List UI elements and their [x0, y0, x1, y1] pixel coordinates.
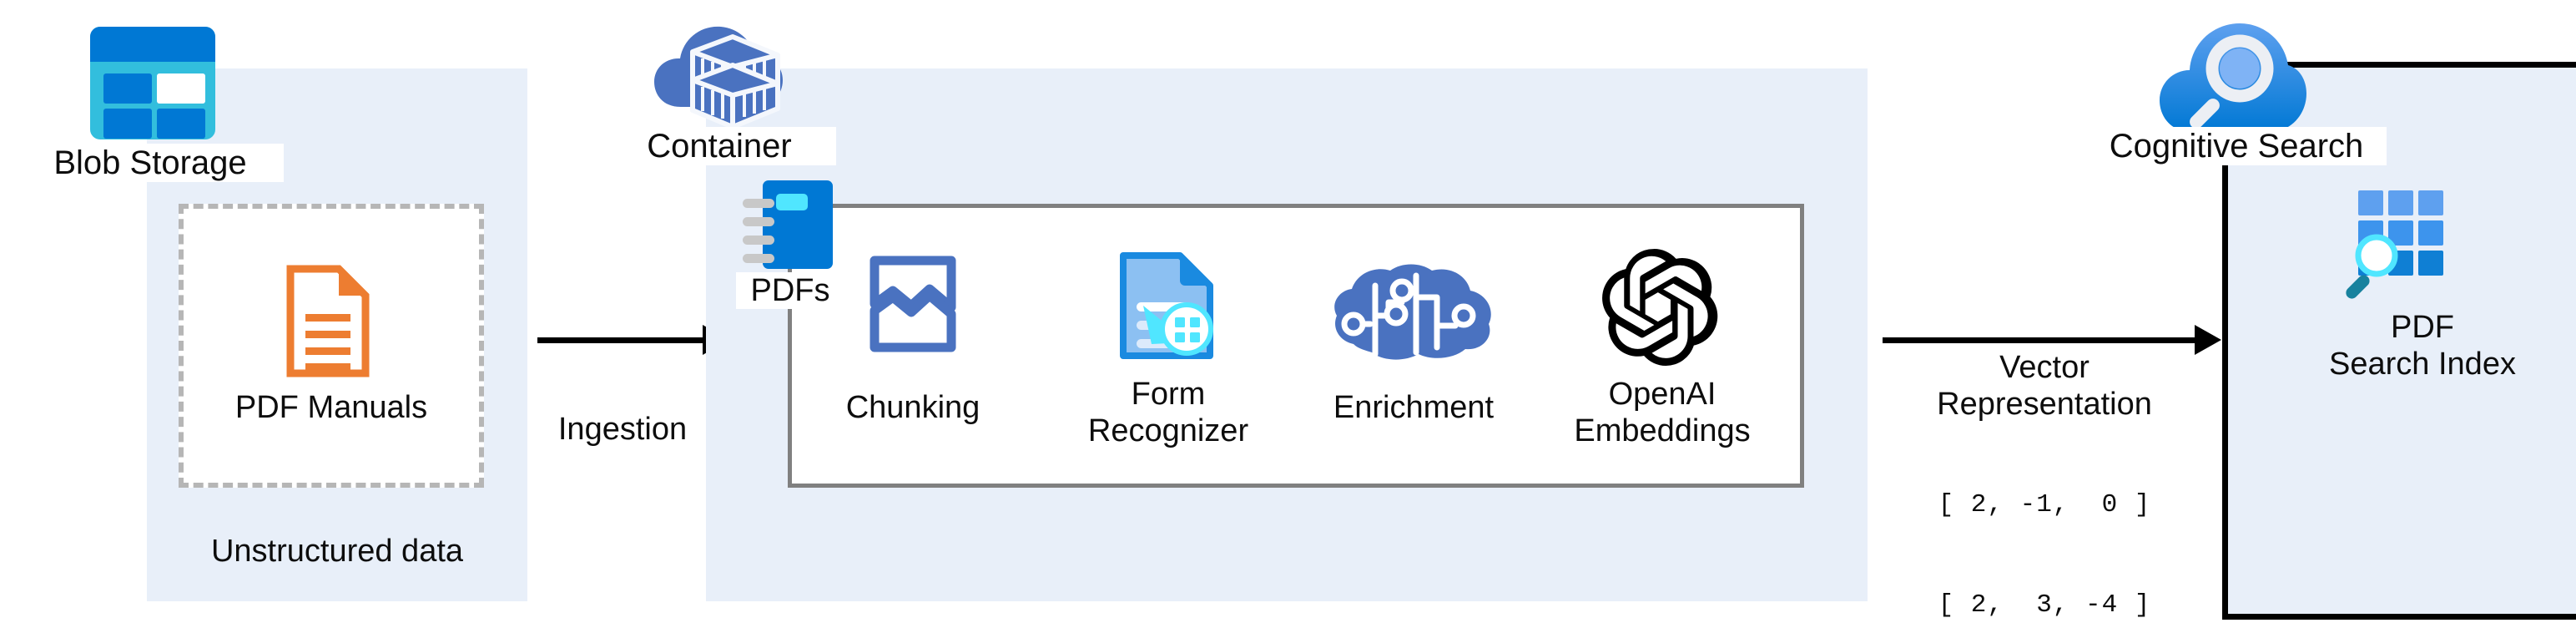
pdf-search-index-icon	[2346, 190, 2462, 299]
chunking-icon	[870, 256, 956, 352]
form-recognizer-icon	[1118, 251, 1218, 361]
vector-values: [ 2, -1, 0 ] [ 2, 3, -4 ] [ 6, 9, -1 ]	[1903, 421, 2186, 628]
form-recognizer-label: Form Recognizer	[1087, 377, 1249, 449]
container-label: Container	[602, 127, 836, 166]
enrichment-brain-icon	[1332, 264, 1495, 364]
blob-storage-label: Blob Storage	[17, 144, 284, 183]
enrichment-label: Enrichment	[1333, 390, 1495, 425]
cognitive-search-label: Cognitive Search	[2086, 127, 2387, 166]
container-cloud-icon	[653, 17, 786, 135]
cognitive-search-cloud-icon	[2158, 15, 2308, 139]
ingestion-label: Ingestion	[531, 411, 714, 448]
ingestion-arrow-line	[537, 337, 704, 343]
pdf-manuals-label: PDF Manuals	[234, 390, 428, 425]
unstructured-data-caption: Unstructured data	[210, 534, 464, 569]
pdfs-label: PDFs	[736, 272, 844, 310]
vector-row: [ 2, -1, 0 ]	[1938, 489, 2151, 519]
pdf-search-index-label: PDF Search Index	[2329, 310, 2516, 382]
pdfs-notebook-icon	[743, 179, 834, 271]
openai-embeddings-label: OpenAI Embeddings	[1574, 377, 1751, 449]
vector-arrow-head	[2195, 325, 2221, 355]
vector-arrow-line	[1883, 337, 2198, 343]
vector-row: [ 2, 3, -4 ]	[1938, 590, 2151, 620]
pdf-document-icon	[286, 265, 370, 377]
chunking-label: Chunking	[845, 390, 980, 425]
pipeline-box	[788, 204, 1804, 488]
blob-storage-icon	[90, 27, 215, 139]
vector-representation-label: Vector Representation	[1937, 350, 2152, 423]
openai-logo-icon	[1602, 249, 1721, 367]
